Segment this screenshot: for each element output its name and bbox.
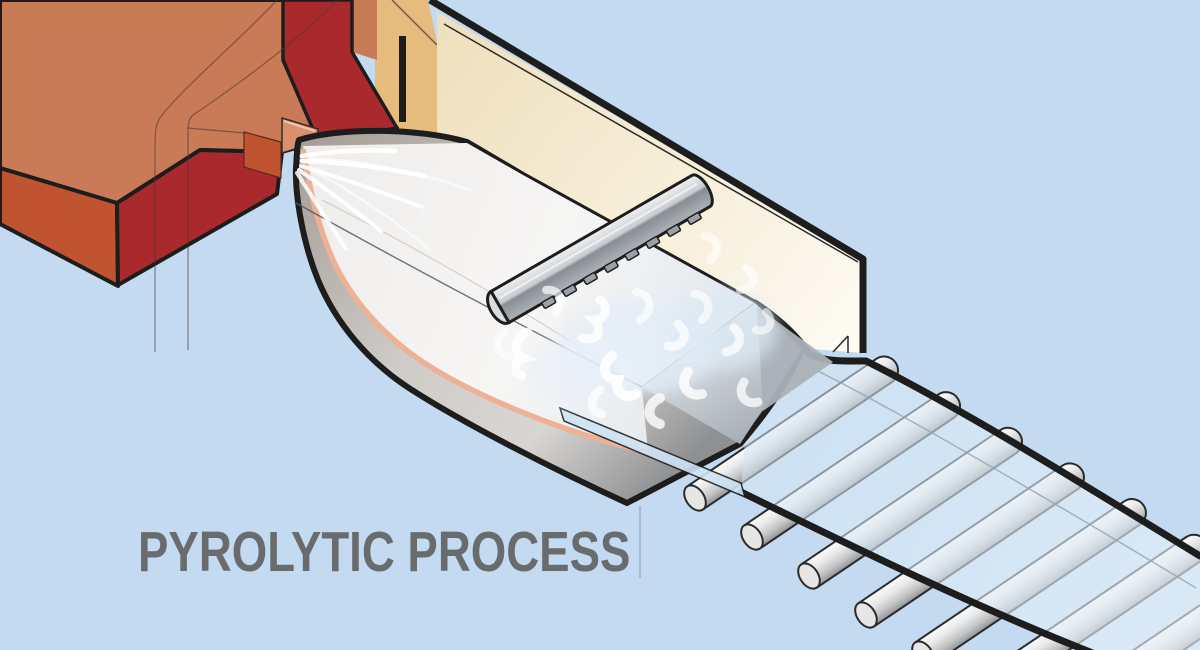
wall-top-thin-line [443, 23, 859, 263]
ribbon-thickness-line [811, 367, 1197, 589]
furnace-wall [375, 0, 867, 353]
canal-guide-line-right [187, 0, 338, 350]
coater-nozzles [541, 212, 702, 309]
coater-bar-body [489, 173, 714, 325]
wall-tan-edge-line [391, 0, 438, 46]
furnace-back-sliver [352, 0, 377, 60]
canal-step-line [187, 127, 245, 134]
glass-ribbon [737, 299, 1200, 650]
diagram-title: PYROLYTIC PROCESS [138, 520, 631, 584]
spout-lip-highlight [283, 119, 316, 133]
steam-puffs [493, 232, 775, 429]
furnace-right-step-face [281, 0, 399, 143]
ribbon-bottom-edge [737, 488, 1095, 650]
coater-bar-ridge [498, 183, 698, 299]
wall-corner-notch [832, 335, 849, 353]
wall-slot-opening [399, 36, 406, 122]
vapor-steam [493, 232, 777, 429]
wall-inner-face [437, 12, 863, 353]
canal-guide-line-left [154, 0, 278, 352]
coater-bar-end-cap [486, 289, 512, 325]
wall-outer-edge [428, 0, 867, 353]
ribbon-edge-on-band [558, 406, 747, 499]
spout-flow-streaks [295, 148, 472, 252]
canal-inner-wall [243, 131, 282, 179]
coating-applicator [486, 173, 714, 325]
ribbon-sheen [741, 303, 1200, 650]
tin-line-stripe [300, 148, 649, 455]
melting-furnace [0, 0, 399, 352]
